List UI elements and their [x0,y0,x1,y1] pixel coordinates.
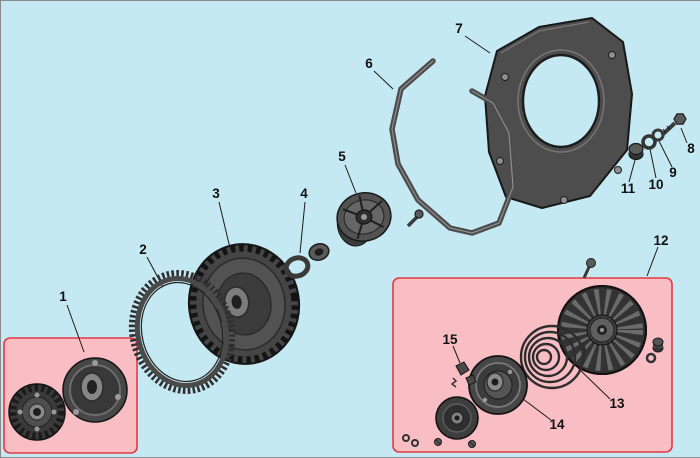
part-label-12: 12 [653,233,668,248]
pawl [465,374,477,386]
ring-gear [128,270,236,394]
bolt-thread [666,125,671,131]
drum-hole [92,360,98,366]
leader-lines [66,35,688,421]
cup-center [361,214,367,220]
part-label-7: 7 [455,21,463,36]
cup-screw [406,209,424,228]
screw-shaft [582,266,591,279]
ring-gear-inner-edge [140,281,224,383]
screw-slot [469,441,475,447]
stator-hole [34,392,40,398]
leader-line-12 [646,246,659,277]
leader-line-3 [218,201,231,249]
flywheel-bore [231,295,242,309]
starter-cup [336,192,392,247]
part-label-15: 15 [442,332,458,347]
part-label-1: 1 [59,289,67,304]
stator-hole [51,409,57,415]
rotor-center-screw [600,328,604,332]
spacer-collar [628,142,644,161]
fan-housing [484,17,633,209]
bolt-thread [662,128,667,134]
part-label-4: 4 [300,186,308,201]
ring-gear-band [134,276,230,388]
stator-hole [17,409,23,415]
part-labels: 1 2 3 4 5 6 7 8 9 10 11 12 13 14 15 [59,21,695,432]
housing-hole-rim [517,49,605,153]
screw-head [414,209,424,219]
stator-teeth [9,384,65,440]
small-washer [402,434,410,442]
pulley-bore [491,378,499,386]
small-washer [411,439,419,447]
stator-hole [34,426,40,432]
part-label-2: 2 [139,242,147,257]
pawl [455,361,470,376]
mounting-screw [582,258,596,279]
part-label-13: 13 [609,396,625,411]
pulley-hole [507,369,513,375]
housing-bolt-holes [496,51,622,204]
part-label-10: 10 [648,177,663,192]
bolt-and-washers [628,113,687,161]
ratchet-bore [454,415,460,421]
housing-hole [521,53,601,149]
starter-pulley [468,355,528,415]
part-label-6: 6 [365,56,373,71]
bolt-head [673,113,687,125]
pulley-hole [482,397,488,403]
rotor-fins [561,289,643,371]
ring-gear-teeth [128,270,236,394]
washer-and-nut [283,243,330,279]
part-label-3: 3 [212,186,220,201]
washer [283,255,311,279]
nut-bore [314,248,324,256]
spiral-spring [519,324,586,390]
drum-hole [73,409,79,415]
flywheel [187,243,301,365]
leader-line-11 [628,159,636,183]
wire-highlight [391,60,514,234]
leader-line-9 [658,140,673,168]
starter-pawls [450,361,477,388]
rotor-rim [557,285,647,375]
pawl-spring [450,377,458,388]
leader-line-6 [373,70,394,90]
brake-drum-bore [87,380,97,394]
stator-bore [33,408,41,416]
recoil-starter-assembly [402,258,664,448]
leader-line-14 [522,398,552,421]
screw-head [586,258,596,268]
part-label-5: 5 [338,149,346,164]
screw-slot [435,439,441,445]
leader-line-1 [66,304,85,353]
flywheel-fins [189,244,299,364]
leader-line-7 [464,35,491,54]
drum-hole [115,394,121,400]
spring-hook [580,342,586,358]
lock-washer [651,128,665,142]
leader-line-8 [680,127,688,144]
rotor-washer [645,352,657,364]
housing-highlight [500,21,590,54]
leader-line-10 [649,148,657,179]
part-label-8: 8 [687,141,695,156]
magneto-stator-set [8,357,128,441]
flat-washer [641,134,657,150]
leader-line-13 [577,367,611,400]
leader-line-15 [452,345,461,364]
part-label-9: 9 [669,165,677,180]
part-label-14: 14 [549,417,565,432]
rotor-pin [652,337,664,353]
wire-guide [389,58,516,236]
ratchet-housing [402,396,479,448]
leader-line-5 [344,164,357,194]
starter-fan-rotor [557,285,664,375]
part-label-11: 11 [621,181,636,196]
leader-line-4 [299,201,306,254]
